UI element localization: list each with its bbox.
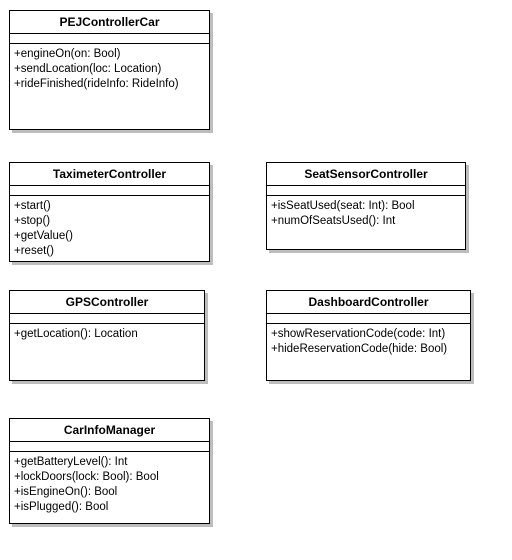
- class-box-dashboard-controller[interactable]: DashboardController +showReservationCode…: [266, 290, 471, 381]
- operations-compartment: +getBatteryLevel(): Int +lockDoors(lock:…: [10, 452, 209, 515]
- operations-compartment: +showReservationCode(code: Int) +hideRes…: [267, 324, 470, 357]
- class-name: GPSController: [10, 291, 204, 314]
- operation: +getBatteryLevel(): Int: [14, 456, 128, 468]
- operations-compartment: +isSeatUsed(seat: Int): Bool +numOfSeats…: [267, 196, 465, 229]
- class-name: TaximeterController: [10, 163, 209, 186]
- operation: +engineOn(on: Bool): [14, 48, 121, 60]
- attributes-compartment: [10, 34, 209, 44]
- attributes-compartment: [10, 314, 204, 324]
- operation: +stop(): [14, 215, 51, 227]
- class-box-seat-sensor-controller[interactable]: SeatSensorController +isSeatUsed(seat: I…: [266, 162, 466, 250]
- operations-compartment: +start() +stop() +getValue() +reset(): [10, 196, 209, 259]
- class-name: SeatSensorController: [267, 163, 465, 186]
- attributes-compartment: [10, 442, 209, 452]
- operation: +getLocation(): Location: [14, 328, 138, 340]
- operations-compartment: +engineOn(on: Bool) +sendLocation(loc: L…: [10, 44, 209, 92]
- attributes-compartment: [267, 186, 465, 196]
- class-box-car-info-manager[interactable]: CarInfoManager +getBatteryLevel(): Int +…: [9, 418, 210, 524]
- class-name: DashboardController: [267, 291, 470, 314]
- operation: +isPlugged(): Bool: [14, 501, 109, 513]
- operation: +isSeatUsed(seat: Int): Bool: [271, 200, 415, 212]
- class-name: PEJControllerCar: [10, 11, 209, 34]
- operation: +showReservationCode(code: Int): [271, 328, 446, 340]
- class-box-gps-controller[interactable]: GPSController +getLocation(): Location: [9, 290, 205, 381]
- operation: +getValue(): [14, 230, 73, 242]
- operation: +lockDoors(lock: Bool): Bool: [14, 471, 159, 483]
- operations-compartment: +getLocation(): Location: [10, 324, 204, 342]
- attributes-compartment: [267, 314, 470, 324]
- operation: +numOfSeatsUsed(): Int: [271, 215, 396, 227]
- attributes-compartment: [10, 186, 209, 196]
- operation: +reset(): [14, 245, 54, 257]
- operation: +rideFinished(rideInfo: RideInfo): [14, 78, 179, 90]
- class-box-pej-controller-car[interactable]: PEJControllerCar +engineOn(on: Bool) +se…: [9, 10, 210, 130]
- operation: +isEngineOn(): Bool: [14, 486, 118, 498]
- operation: +start(): [14, 200, 51, 212]
- operation: +hideReservationCode(hide: Bool): [271, 343, 448, 355]
- class-name: CarInfoManager: [10, 419, 209, 442]
- operation: +sendLocation(loc: Location): [14, 63, 162, 75]
- class-box-taximeter-controller[interactable]: TaximeterController +start() +stop() +ge…: [9, 162, 210, 262]
